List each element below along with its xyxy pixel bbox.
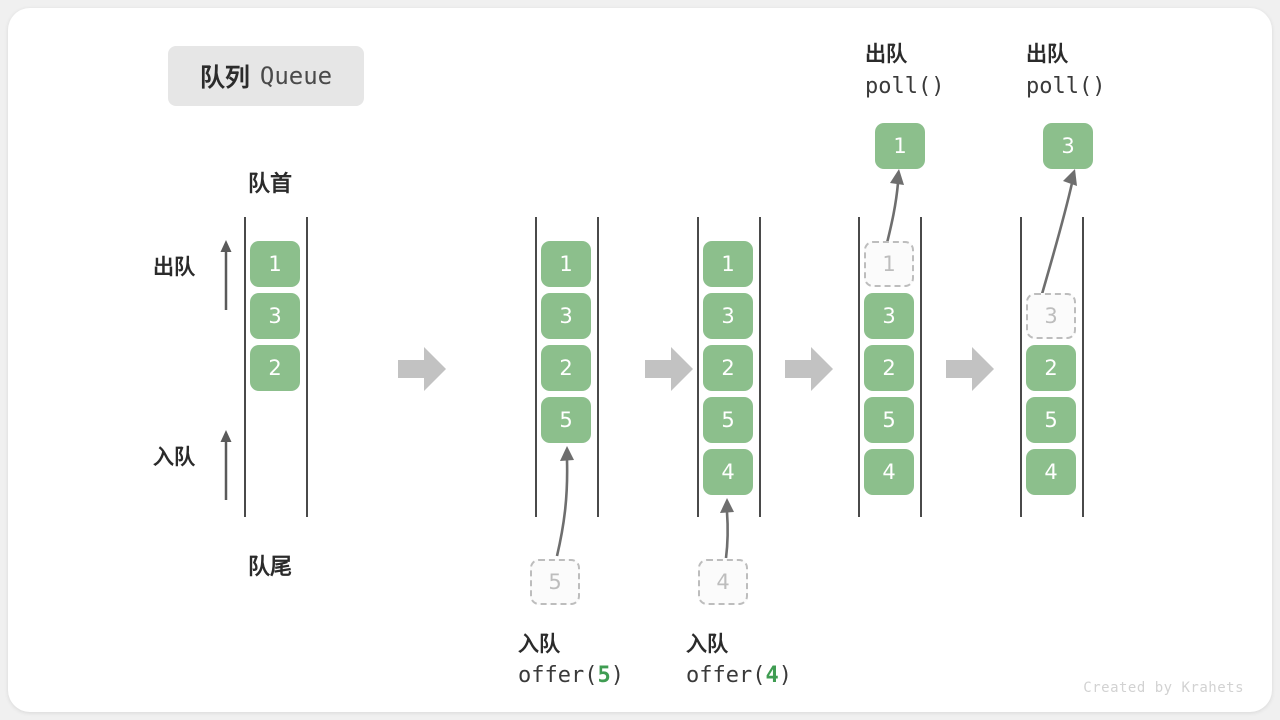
dequeue-curve-arrow-3-icon — [1016, 163, 1086, 303]
offer4-label-cn: 入队 — [686, 632, 728, 656]
queue-cell: 3 — [864, 293, 914, 339]
credit-text: Created by Krahets — [1083, 680, 1244, 696]
offer5-label-cn: 入队 — [518, 632, 560, 656]
queue-cell: 5 — [1026, 397, 1076, 443]
rail-right-3 — [759, 217, 761, 517]
popped-cell: 3 — [1043, 123, 1093, 169]
incoming-ghost-cell: 5 — [530, 559, 580, 605]
queue-cell: 3 — [703, 293, 753, 339]
transition-arrow-icon — [398, 347, 446, 391]
transition-arrow-icon — [785, 347, 833, 391]
queue-cell: 2 — [541, 345, 591, 391]
dequeue-curve-arrow-1-icon — [854, 163, 914, 249]
title-badge: 队列 Queue — [168, 46, 364, 106]
transition-arrow-icon — [645, 347, 693, 391]
rail-left-1 — [244, 217, 246, 517]
title-english: Queue — [259, 62, 333, 90]
queue-cell: 5 — [864, 397, 914, 443]
queue-cell: 1 — [703, 241, 753, 287]
rail-left-4 — [858, 217, 860, 517]
queue-cell: 2 — [864, 345, 914, 391]
offer4-code-suffix: ) — [778, 663, 792, 688]
queue-head-label: 队首 — [248, 172, 293, 197]
offer4-code: offer(4) — [686, 663, 792, 688]
popped-ghost-cell: 3 — [1026, 293, 1076, 339]
queue-cell: 1 — [541, 241, 591, 287]
offer5-code-suffix: ) — [610, 663, 624, 688]
queue-cell: 4 — [864, 449, 914, 495]
queue-cell: 2 — [703, 345, 753, 391]
enqueue-direction-label: 入队 — [153, 445, 195, 469]
transition-arrow-icon — [946, 347, 994, 391]
popped-cell: 1 — [875, 123, 925, 169]
rail-left-5 — [1020, 217, 1022, 517]
rail-right-1 — [306, 217, 308, 517]
offer5-code: offer(5) — [518, 663, 624, 688]
queue-cell-new: 4 — [703, 449, 753, 495]
popped-ghost-cell: 1 — [864, 241, 914, 287]
offer5-code-prefix: offer( — [518, 663, 598, 688]
queue-cell: 4 — [1026, 449, 1076, 495]
enqueue-curve-arrow-4-icon — [702, 492, 762, 560]
poll1-label-cn: 出队 — [865, 42, 907, 66]
dequeue-direction-label: 出队 — [153, 255, 195, 279]
poll3-label-cn: 出队 — [1026, 42, 1068, 66]
queue-cell: 2 — [250, 345, 300, 391]
queue-tail-label: 队尾 — [248, 555, 293, 580]
enqueue-curve-arrow-5-icon — [528, 438, 588, 558]
enqueue-arrow-icon — [219, 430, 233, 500]
poll3-code: poll() — [1026, 74, 1106, 99]
rail-right-5 — [1082, 217, 1084, 517]
rail-left-2 — [535, 217, 537, 517]
rail-left-3 — [697, 217, 699, 517]
incoming-ghost-cell: 4 — [698, 559, 748, 605]
offer5-code-value: 5 — [597, 663, 611, 688]
queue-cell: 2 — [1026, 345, 1076, 391]
queue-cell: 3 — [250, 293, 300, 339]
rail-right-2 — [597, 217, 599, 517]
dequeue-arrow-icon — [219, 240, 233, 310]
title-chinese: 队列 — [199, 63, 250, 92]
rail-right-4 — [920, 217, 922, 517]
queue-cell: 1 — [250, 241, 300, 287]
queue-cell: 3 — [541, 293, 591, 339]
queue-cell-new: 5 — [541, 397, 591, 443]
queue-cell: 5 — [703, 397, 753, 443]
poll1-code: poll() — [865, 74, 945, 99]
diagram-card: 队列 Queue 队首 队尾 出队 入队 1 3 2 1 3 2 5 — [8, 8, 1272, 712]
offer4-code-prefix: offer( — [686, 663, 766, 688]
offer4-code-value: 4 — [765, 663, 779, 688]
